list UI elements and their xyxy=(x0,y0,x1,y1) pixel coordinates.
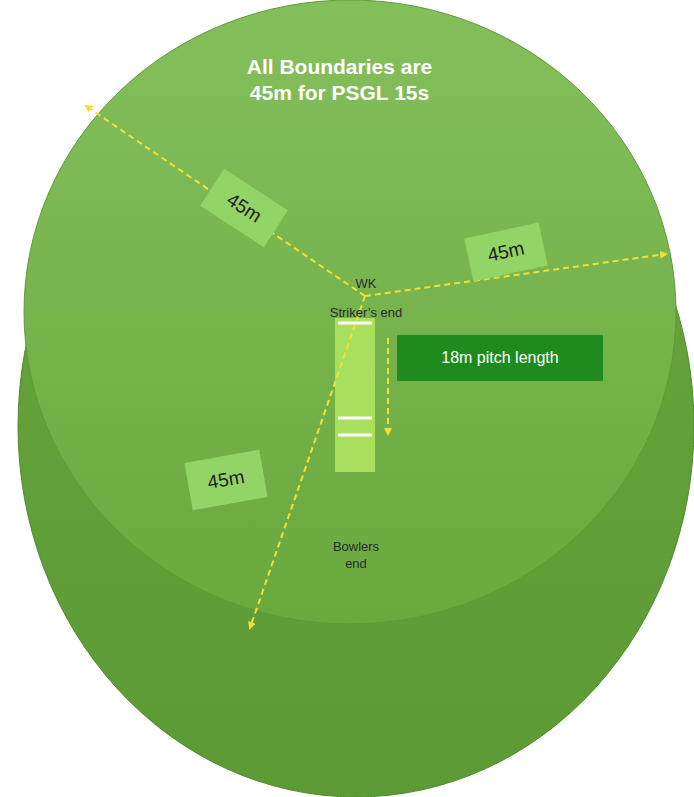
distance-label-box: 45m xyxy=(184,450,267,510)
distance-label-box: 45m xyxy=(464,223,547,282)
inner-field xyxy=(24,0,676,624)
pitch xyxy=(335,318,375,472)
distance-label-box: 45m xyxy=(200,169,288,247)
field-label: WK xyxy=(306,275,426,292)
dimension-box: 18m pitch length xyxy=(397,335,603,381)
title-text: All Boundaries are 45m for PSGL 15s xyxy=(232,54,447,106)
field-label: Striker’s end xyxy=(296,304,436,321)
field-label: Bowlers end xyxy=(321,538,391,572)
pitch-length-arrow xyxy=(387,338,389,434)
boundary-radius xyxy=(86,106,365,296)
crease-line xyxy=(338,322,372,325)
boundary-radius xyxy=(250,296,365,628)
crease-line xyxy=(338,417,372,420)
crease-line xyxy=(338,434,372,437)
box-text: 45m xyxy=(486,237,527,266)
box-text: 45m xyxy=(223,189,266,228)
box-text: 18m pitch length xyxy=(441,349,558,367)
box-text: 45m xyxy=(206,466,246,494)
